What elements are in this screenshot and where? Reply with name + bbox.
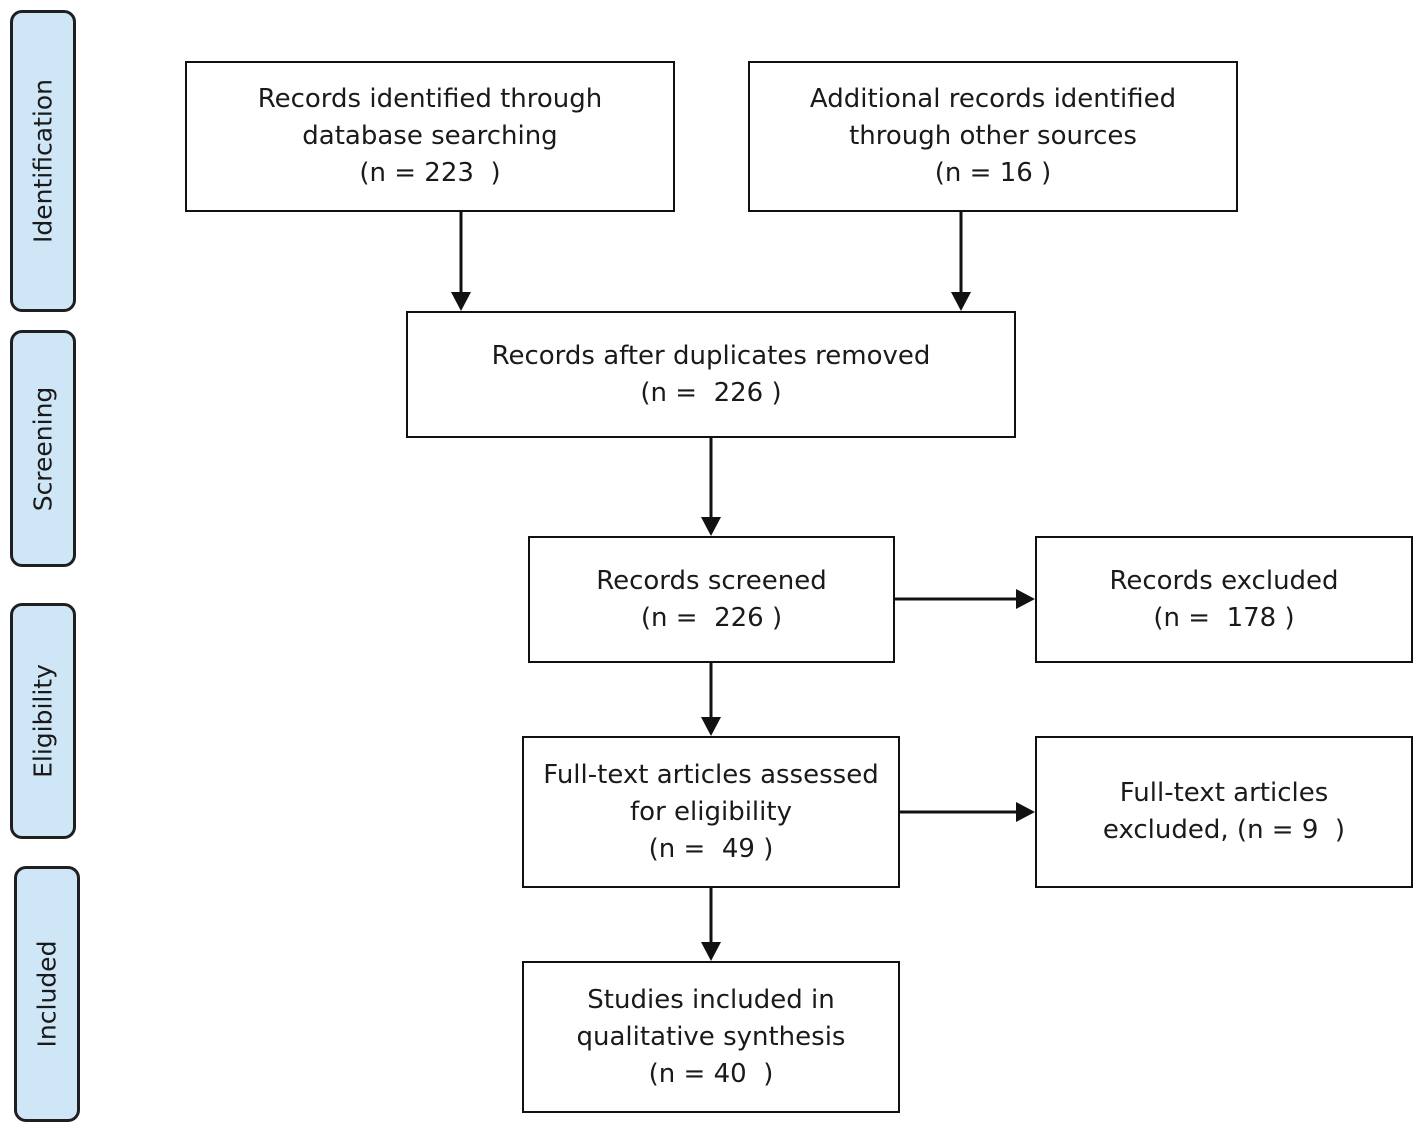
stage-included: Included	[14, 866, 80, 1122]
box-fulltext-line2: for eligibility	[630, 796, 792, 827]
box-fulltext-count: (n = 49 )	[648, 833, 774, 864]
box-full-text-assessed: Full-text articles assessed for eligibil…	[522, 736, 900, 888]
box-studies-included: Studies included in qualitative synthesi…	[522, 961, 900, 1113]
box-duplicates-line1: Records after duplicates removed	[491, 340, 931, 371]
box-database-count: (n = 223 )	[359, 158, 501, 188]
box-other-sources: Additional records identified through ot…	[748, 61, 1238, 212]
box-included-line1: Studies included in	[587, 984, 835, 1015]
box-other-count: (n = 16 )	[934, 158, 1052, 188]
box-included-line2: qualitative synthesis	[576, 1021, 846, 1052]
box-duplicates-count: (n = 226 )	[640, 377, 782, 408]
box-after-duplicates: Records after duplicates removed (n = 22…	[406, 311, 1016, 438]
box-fulltext-excluded-line1: Full-text articles	[1119, 778, 1329, 808]
box-included-count: (n = 40 )	[648, 1058, 774, 1089]
box-other-line1: Additional records identified	[809, 84, 1177, 114]
box-database-line1: Records identified through	[257, 84, 603, 114]
box-excluded-line1: Records excluded	[1109, 565, 1339, 596]
box-screened-count: (n = 226 )	[640, 602, 783, 633]
box-screened-line1: Records screened	[596, 565, 827, 596]
stage-eligibility: Eligibility	[10, 603, 76, 839]
box-full-text-excluded: Full-text articles excluded, (n = 9 )	[1035, 736, 1413, 888]
box-database-searching: Records identified through database sear…	[185, 61, 675, 212]
stage-screening: Screening	[10, 330, 76, 567]
box-fulltext-line1: Full-text articles assessed	[543, 759, 879, 790]
box-other-line2: through other sources	[849, 121, 1137, 151]
box-database-line2: database searching	[302, 121, 558, 151]
stage-identification: Identification	[10, 10, 76, 312]
box-records-screened: Records screened (n = 226 )	[528, 536, 895, 663]
box-excluded-count: (n = 178 )	[1153, 602, 1295, 633]
box-records-excluded: Records excluded (n = 178 )	[1035, 536, 1413, 663]
box-fulltext-excluded-line2: excluded, (n = 9 )	[1102, 815, 1346, 845]
